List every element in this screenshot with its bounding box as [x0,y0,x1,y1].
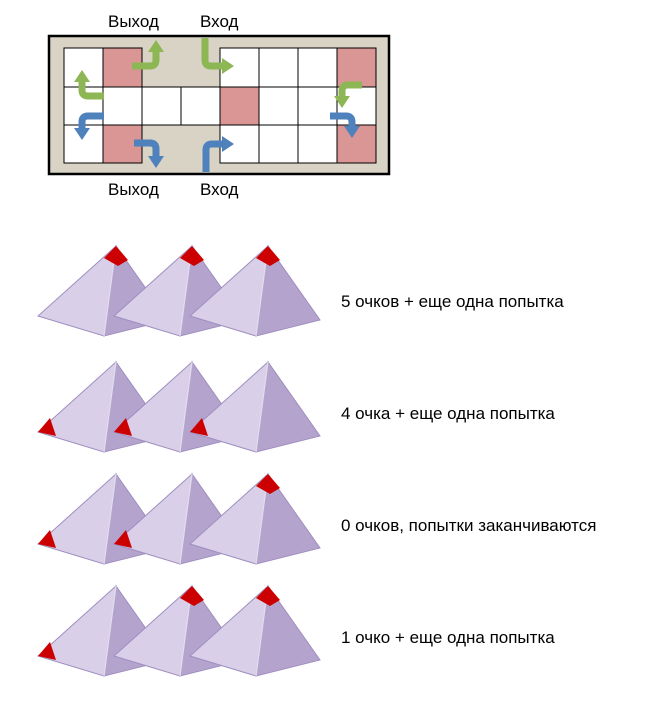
pyramid-icon [189,472,321,565]
pyramid-icon [189,244,321,337]
pyramid-corner-mark [114,530,132,548]
curved-arrow-icon [74,70,104,100]
board-cell [297,47,338,88]
pyramid-corner-mark [114,418,132,436]
pyramid-group [37,360,321,453]
board-cell [180,86,221,126]
pyramid-corner-mark [38,642,56,660]
arrow-shaft [78,112,104,130]
bottom-exit-label: Выход [108,180,159,199]
pyramid-group [37,584,321,677]
board-cell [102,86,143,126]
pyramid-icon [189,584,321,677]
board-cell-highlighted [336,47,377,88]
arrow-head [334,96,350,108]
pyramid-edge [103,585,117,677]
arrow-shaft [338,81,362,98]
board-cell [258,124,299,164]
arrow-shaft [202,140,224,172]
pyramid-row-2-caption: 4 очка + еще одна попытка [341,404,555,423]
arrow-shaft [330,112,356,128]
pyramid-icon [189,360,321,453]
curved-arrow-icon [74,112,104,140]
pyramid-edge [179,473,193,565]
curved-arrow-icon [330,112,360,138]
pyramid-row-1-caption: 5 очков + еще одна попытка [341,292,564,311]
pyramid-group [37,244,321,337]
pyramid-front-face [37,360,117,453]
pyramid-group [37,472,321,565]
pyramid-front-face [37,584,117,677]
curved-arrow-icon [201,38,234,74]
pyramid-edge [179,361,193,453]
pyramid-top-mark [180,246,204,266]
pyramid-corner-mark [190,418,208,436]
pyramid-front-face [37,244,117,337]
pyramid-row-3 [0,466,662,576]
curved-arrow-icon [134,139,164,168]
pyramid-row-2 [0,354,662,464]
arrow-head [74,128,90,140]
pyramid-top-mark [180,586,204,606]
pyramid-edge [255,361,269,453]
curved-arrow-icon [132,40,164,70]
arrow-head [74,70,90,82]
pyramid-corner-mark [38,418,56,436]
pyramid-edge [103,473,117,565]
arrow-head [222,58,234,74]
board-cell [258,47,299,88]
arrow-head [148,156,164,168]
game-board [47,34,391,176]
arrow-shaft [201,38,224,70]
arrow-shaft [134,139,160,158]
top-exit-label: Выход [108,12,159,31]
board-cell-highlighted [336,124,377,164]
arrow-head [148,40,164,52]
curved-arrow-icon [202,136,234,172]
arrow-shaft [78,80,104,100]
pyramid-row-3-caption: 0 очков, попытки заканчиваются [341,516,597,535]
pyramid-top-mark [104,246,128,266]
board-cell-highlighted [219,86,260,126]
board-cell [141,86,182,126]
pyramid-corner-mark [38,530,56,548]
arrow-shaft [132,50,160,70]
pyramid-top-mark [256,246,280,266]
pyramid-top-mark [256,586,280,606]
board-cell [258,86,299,126]
pyramid-row-1 [0,238,662,348]
board-cell [297,124,338,164]
arrow-head [222,136,234,152]
pyramid-front-face [37,472,117,565]
top-entry-label: Вход [200,12,239,31]
pyramid-row-4-caption: 1 очко + еще одна попытка [341,628,555,647]
pyramid-top-mark [256,474,280,494]
pyramid-row-4 [0,578,662,688]
bottom-entry-label: Вход [200,180,239,199]
curved-arrow-icon [334,81,362,108]
arrow-head [344,126,360,138]
pyramid-edge [103,361,117,453]
